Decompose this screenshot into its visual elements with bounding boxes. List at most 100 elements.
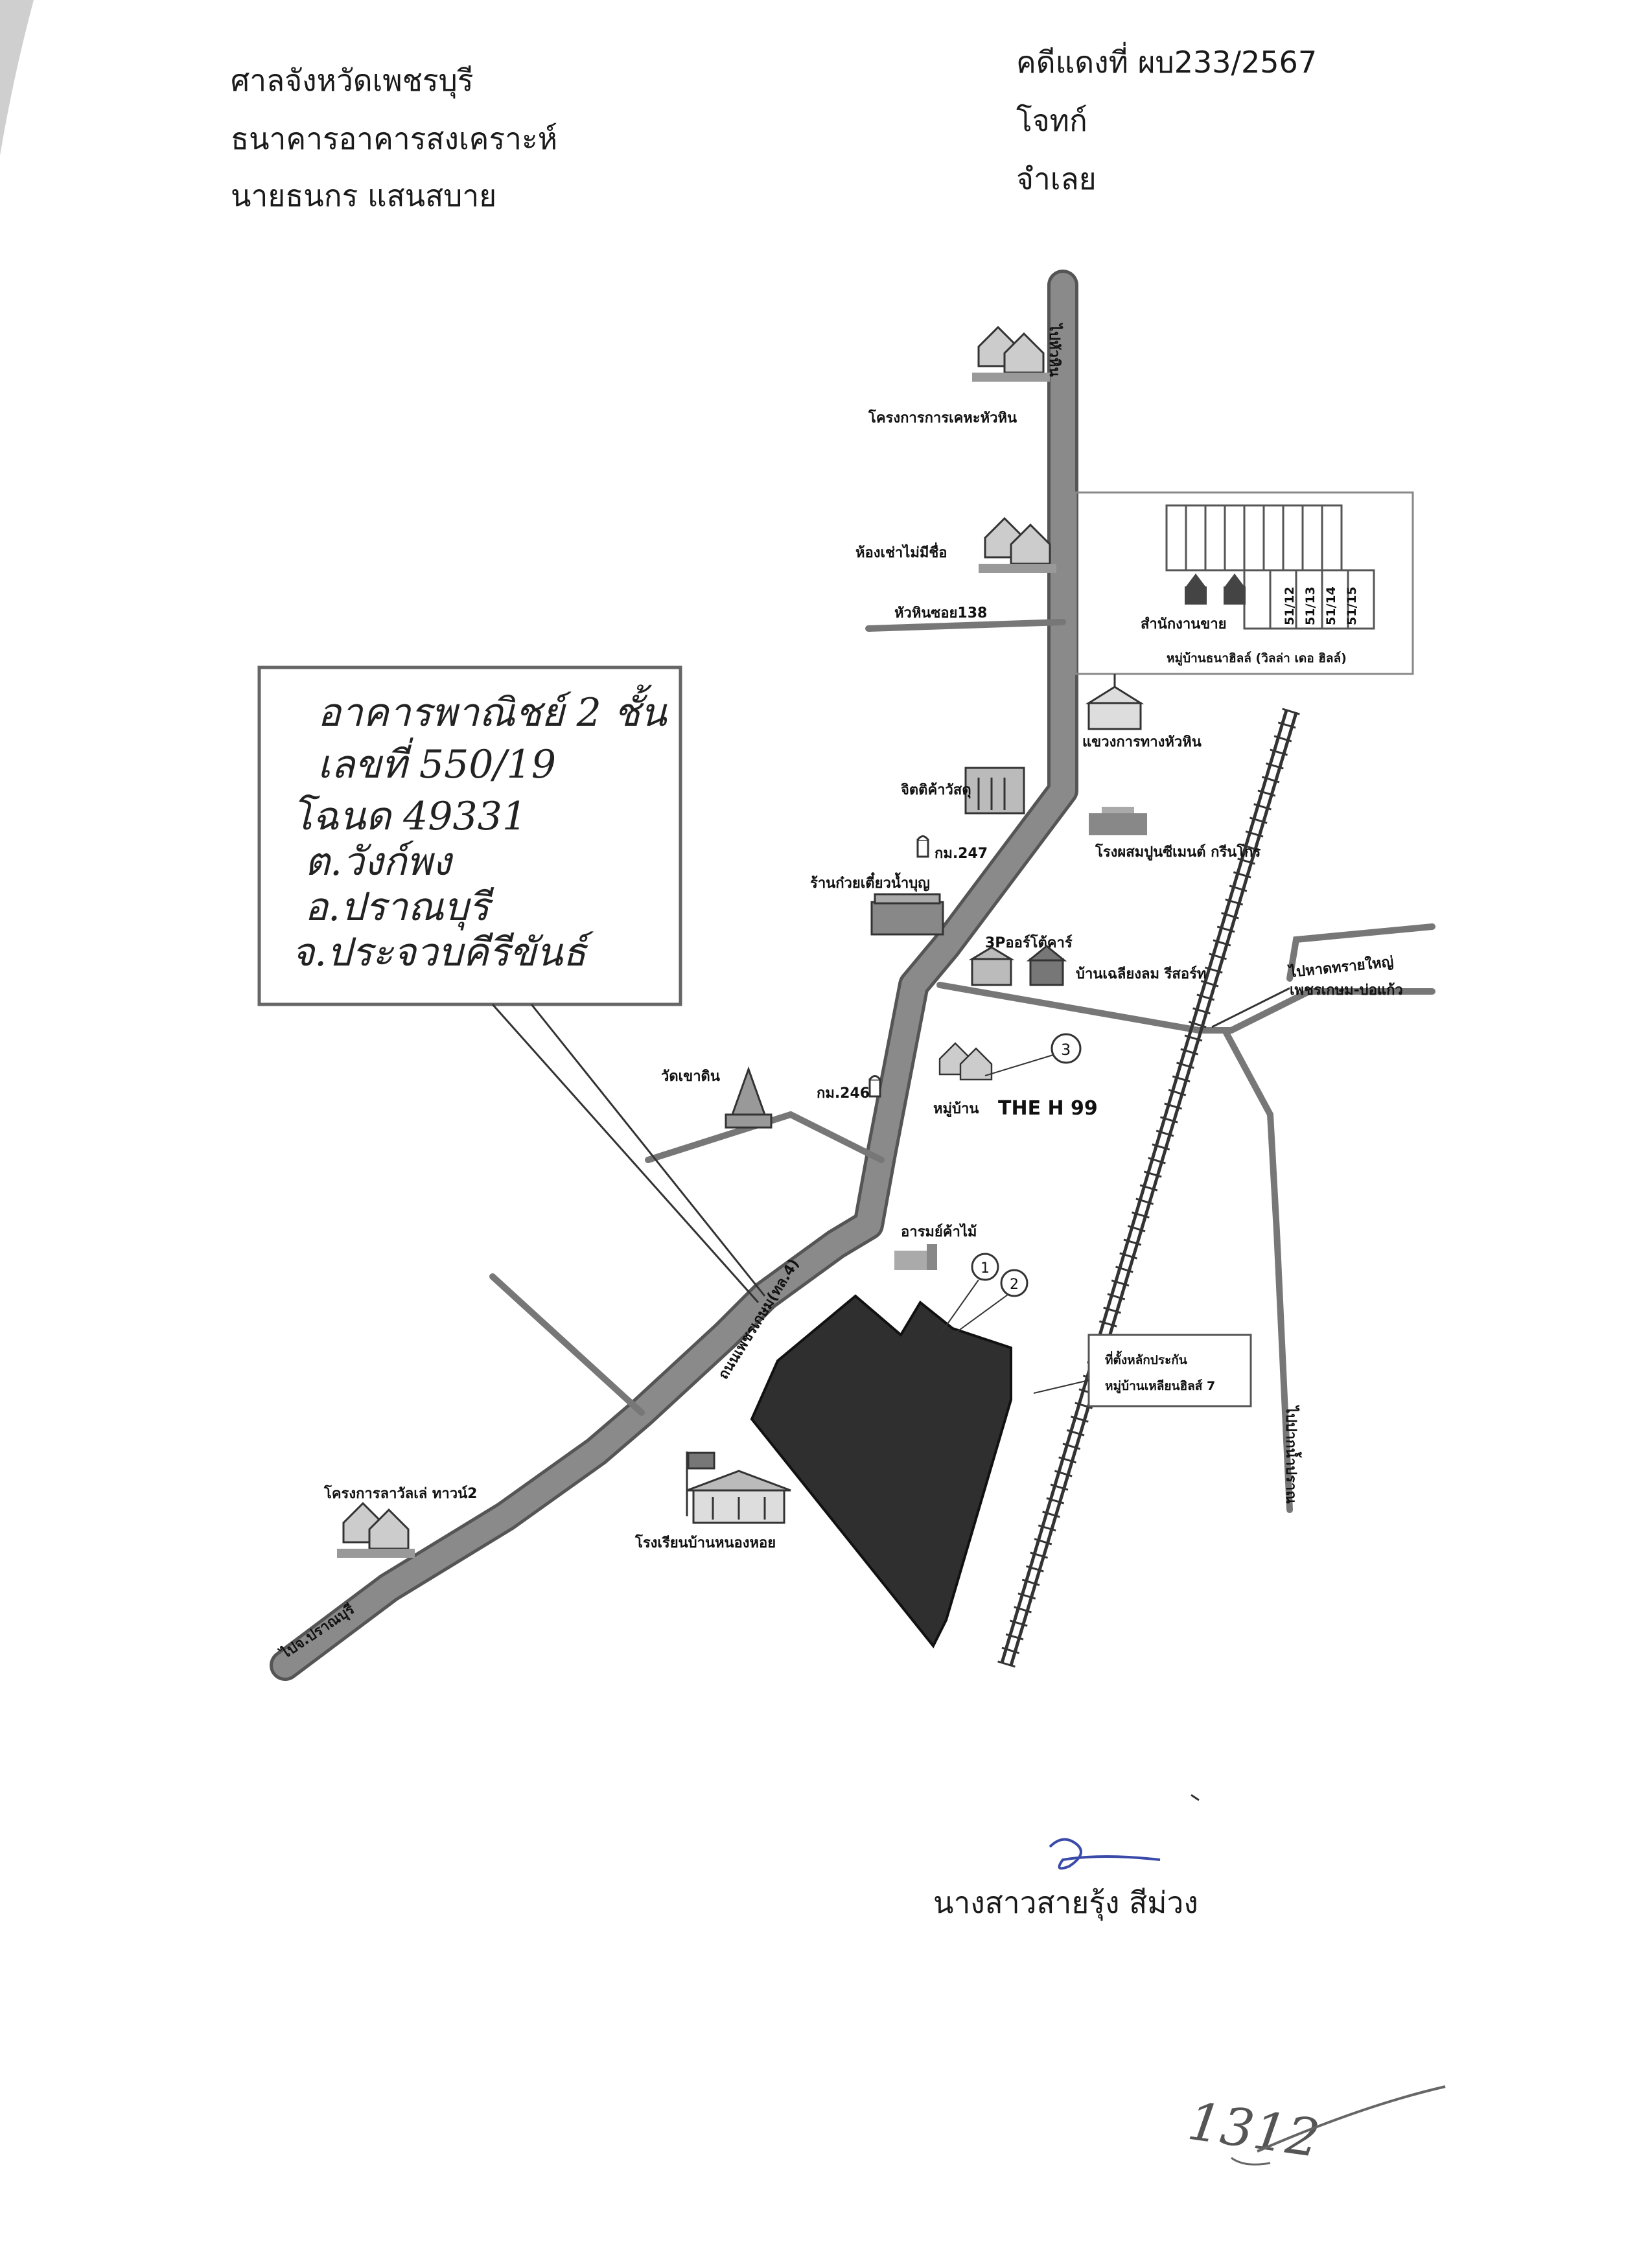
railway-tie xyxy=(1152,1143,1170,1151)
sales-office-label: สำนักงานขาย xyxy=(1141,616,1227,632)
village-top-box: 51/15 51/14 51/13 51/12 สำนักงานขาย หมู่… xyxy=(1075,491,1414,675)
highway-office-label: แขวงการทางหัวหิน xyxy=(1082,734,1202,750)
house-icon xyxy=(979,516,1056,573)
main-highway xyxy=(270,270,1078,1681)
plaintiff-name: ธนาคารอาคารสงเคราะห์ xyxy=(231,121,558,156)
railway-tie xyxy=(1135,1198,1154,1205)
railway-tie xyxy=(1261,776,1280,783)
court-name: ศาลจังหวัดเพชรบุรี xyxy=(231,63,474,98)
railway-tie xyxy=(1127,1225,1146,1232)
railway-tie xyxy=(1184,1034,1203,1042)
railway-tie xyxy=(1209,953,1227,960)
railway-tie xyxy=(1075,1402,1093,1409)
railway-tie xyxy=(1098,1320,1117,1328)
railway-tie xyxy=(1273,735,1292,743)
house-icon xyxy=(972,325,1050,382)
beach-road-label: ไปหาดทรายใหญ่ xyxy=(1287,953,1395,981)
school-icon xyxy=(686,1452,791,1524)
railway-tie xyxy=(1021,1579,1040,1586)
collateral-note-line1: ที่ตั้งหลักประกัน xyxy=(1105,1350,1187,1367)
factory-icon xyxy=(1089,807,1147,835)
property-district: อ.ปราณบุรี xyxy=(305,885,494,931)
sales-office-icon xyxy=(1185,573,1246,605)
railway-tie xyxy=(1038,1524,1056,1532)
case-number: ผบ233/2567 xyxy=(1137,45,1318,80)
railway-tie xyxy=(1148,1157,1166,1164)
garage-icon xyxy=(968,946,1015,986)
railway-tie xyxy=(1005,1633,1024,1641)
plaintiff-role: โจทก์ xyxy=(1016,103,1087,138)
project-top-label: โครงการการเคหะหัวหิน xyxy=(868,409,1017,426)
paper-fold xyxy=(0,0,34,156)
collateral-note: ที่ตั้งหลักประกัน หมู่บ้านเหลียนฮิลส์ 7 xyxy=(1033,1334,1252,1407)
railway-tie xyxy=(1200,980,1219,988)
h99-label: THE H 99 xyxy=(998,1097,1098,1120)
house-no-3: 51/13 xyxy=(1303,586,1318,625)
railway-tie xyxy=(1034,1538,1052,1545)
page-number-mark: 1312 xyxy=(1184,2085,1446,2169)
property-subdistrict: ต.วังก์พง xyxy=(305,839,454,885)
wood-label: อารมย์ค้าไม้ xyxy=(901,1223,977,1240)
side-roads xyxy=(489,619,1435,1513)
railway-tie xyxy=(1245,830,1264,838)
railway-tie xyxy=(1221,912,1239,920)
railway-tie xyxy=(1164,1102,1182,1110)
railway-tie xyxy=(1119,1252,1137,1260)
house-no-1: 51/15 xyxy=(1345,586,1359,625)
railway-tie xyxy=(1241,844,1260,851)
signature-mark xyxy=(1049,1838,1161,1870)
railway-tie xyxy=(1257,789,1276,797)
shop-icon xyxy=(894,1244,937,1270)
marker-3: 3 xyxy=(984,1033,1082,1076)
railway-tie xyxy=(1192,1007,1211,1015)
noodle-label: ร้านก๋วยเตี๋ยวน้ำบุญ xyxy=(810,872,930,892)
railway-tie xyxy=(1103,1306,1121,1314)
defendant-role: จำเลย xyxy=(1016,161,1097,196)
defendant-name: นายธนกร แสนสบาย xyxy=(231,178,497,213)
railway-tie xyxy=(1066,1429,1085,1437)
railway-tie xyxy=(1046,1497,1065,1505)
rooms-label: ห้องเช่าไม่มีชื่อ xyxy=(855,542,947,561)
cement-label: โรงผสมปูนซีเมนต์ กรีนโกร xyxy=(1095,843,1261,861)
property-type: อาคารพาณิชย์ 2 ชั้น xyxy=(318,684,668,735)
tick-mark xyxy=(1191,1794,1200,1801)
railway-tie xyxy=(1143,1170,1162,1178)
railway-tie xyxy=(1253,803,1272,811)
railway-tie xyxy=(1176,1061,1194,1069)
temple-label: วัดเขาดิน xyxy=(661,1069,720,1085)
railway-tie xyxy=(1216,925,1235,933)
office-icon xyxy=(1085,674,1145,730)
car-3p-label: 3Pออร์โต้คาร์ xyxy=(985,934,1073,951)
school-label: โรงเรียนบ้านหนองหอย xyxy=(634,1534,776,1551)
resort-label: บ้านเฉลียงลม รีสอร์ท xyxy=(1076,966,1206,982)
railway-tie xyxy=(1160,1116,1178,1124)
km247-label: กม.247 xyxy=(935,846,988,862)
railway-tie xyxy=(1277,721,1296,729)
railway-tie xyxy=(1001,1647,1020,1654)
railway-tie xyxy=(1062,1442,1081,1450)
railway-tie xyxy=(1115,1266,1133,1273)
railway-tie xyxy=(1225,898,1244,906)
hardware-label: จิตติค้าวัสดุ xyxy=(901,782,971,799)
railway-tie xyxy=(997,1660,1016,1668)
railway-tie xyxy=(1237,857,1255,865)
village-top-label: หมู่บ้านธนาฮิลล์ (วิลล่า เดอ ฮิลล์) xyxy=(1167,651,1347,666)
property-province: จ.ประจวบคีรีขันธ์ xyxy=(292,930,594,975)
marker-1-label: 1 xyxy=(981,1260,990,1277)
marker-3-label: 3 xyxy=(1061,1041,1071,1059)
km-post-icon xyxy=(868,1075,881,1098)
railway-tie xyxy=(1107,1293,1126,1301)
signer-name: นางสาวสายรุ้ง สีม่วง xyxy=(933,1885,1198,1920)
km246-label: กม.246 xyxy=(817,1085,870,1102)
railway-tie xyxy=(1156,1129,1174,1137)
railway-tie xyxy=(1042,1510,1060,1518)
railway-tie xyxy=(1050,1483,1069,1491)
railway-tie xyxy=(1030,1551,1049,1559)
railway-tie xyxy=(1009,1619,1028,1627)
property-box: อาคารพาณิชย์ 2 ชั้น เลขที่ 550/19 โฉนด 4… xyxy=(257,665,766,1303)
railway-tie xyxy=(1180,1048,1199,1056)
railway-tie xyxy=(1204,966,1223,974)
railway-tie xyxy=(1026,1565,1044,1573)
railway-tie xyxy=(1266,762,1284,770)
